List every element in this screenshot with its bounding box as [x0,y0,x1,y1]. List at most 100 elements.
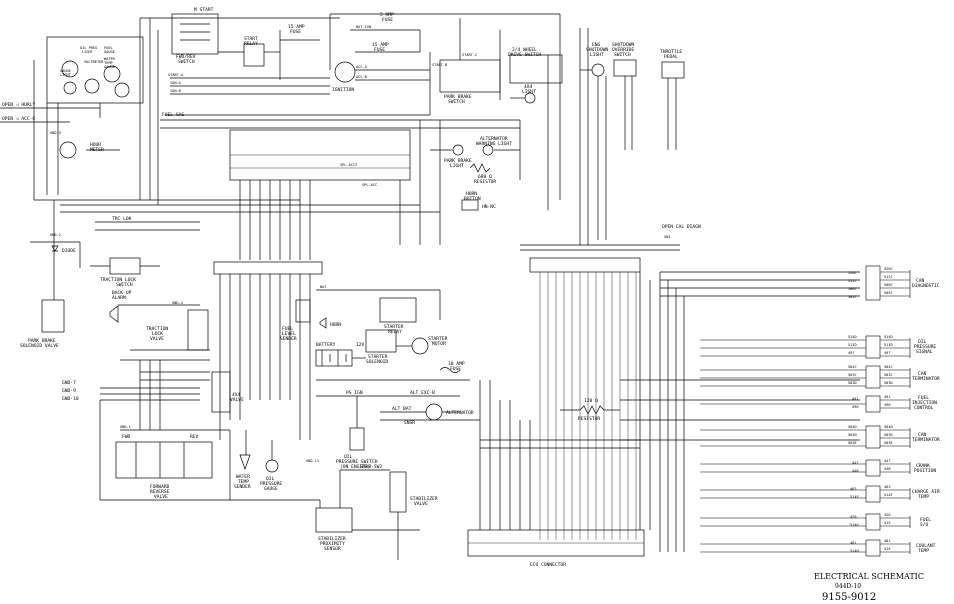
alternator-symbol [425,403,443,421]
fuel-gauge-symbol [114,82,130,98]
svg-text:526C: 526C [884,267,893,271]
gnd-9-label: GND-9 [62,388,76,394]
resistor-680-label-2: RESISTOR [474,179,496,185]
gauge-light-label-1: GAUGE [60,69,71,73]
hn-nc-label: HN-NC [482,204,496,210]
svg-text:481: 481 [850,541,857,545]
bat-ign-label: BAT-IGN [356,25,371,29]
start-a-label: START-A [168,73,184,77]
traction-lock-switch-label-2: SWITCH [116,282,133,288]
stabilizer-valve-label-1: STABILIZER [410,496,438,502]
coolant-connector [865,539,881,557]
alternator-label: ALTERNATOR [446,410,474,416]
fuel-sender-label-3: SENDER [280,336,297,342]
start-relay-box [243,43,265,67]
fuse-10a-label-1: 10 AMP [448,361,465,367]
park-brake-switch-label-2: SWITCH [448,99,465,105]
can-diag-connector [865,265,881,301]
acc-b-label: ACC-B [356,75,367,79]
svg-text:506C: 506C [848,287,857,291]
start-relay-label-1: START [244,36,258,42]
water-temp-gauge-symbol [103,65,121,83]
hour-meter-label-2: METER [90,147,104,153]
can-term1-connector [865,365,881,389]
resistor-680-label-1: 680 Ω [478,174,492,180]
fuel-so-connector [865,513,881,531]
oil-signal-label-2: PRESSURE [914,344,936,350]
trc-lok-label: TRC LOK [112,216,132,222]
alternator-warning-light-symbol [482,144,494,156]
fuse-10a-symbol [439,367,461,373]
shutdown-light-label-1: ENG [592,42,601,48]
fuel-inj-label-1: FUEL [918,395,929,401]
stab-sw2-label: STAB-SW2 [360,464,382,470]
starter-relay-label-1: STARTER [384,324,404,330]
hour-meter-symbol [59,141,77,159]
svg-text:504C: 504C [884,365,893,369]
horn-label: HORN [330,322,341,328]
traction-valve-label-3: VALVE [150,336,164,342]
svg-text:505C: 505C [848,295,857,299]
crank-connector [865,459,881,477]
starter-solenoid-label-2: SOLENOID [366,359,388,365]
svg-text:503C: 503C [884,373,893,377]
fuse-5a-label-2: FUSE [382,17,393,23]
svg-text:512C: 512C [848,279,857,283]
fuse-15a-top-label-2: FUSE [290,29,301,35]
starter-relay-label-2: RELAY [388,329,402,335]
stabilizer-sensor-label-1: STABILIZER [318,536,346,542]
oil-pressure-gauge-symbol [265,459,279,473]
starter-solenoid-box [365,329,397,353]
resistor-120-symbol [579,405,605,415]
traction-lock-switch-box [109,257,141,275]
svg-text:514D: 514D [848,335,857,339]
fuse-15a-top-label-1: 15 AMP [288,24,305,30]
fwd-rev-switch-label-2: SWITCH [178,59,195,65]
diode-left-label: DIODE [62,248,76,254]
water-temp-label-1: WATER [104,57,116,61]
oil-press-light-symbol [61,60,79,78]
oil-switch-label-2: PRESSURE SWITCH [336,459,378,465]
svg-text:448: 448 [884,467,891,471]
can-term1-label-1: CAN [918,371,927,377]
water-sender-label-1: WATER [236,474,250,480]
starter-relay-box [379,297,417,323]
svg-text:497: 497 [848,351,855,355]
park-brake-solenoid-label-2: SOLENOID VALVE [20,343,59,349]
starter-motor-symbol [411,337,429,355]
gnd-2-label: GND-2 [50,233,61,237]
battery-label-2: 12V [356,342,365,348]
park-brake-solenoid-box [41,299,65,333]
water-temp-label-3: GAUGE [104,65,115,69]
fuel-injection-connector [865,395,881,413]
starter-motor-label-2: MOTOR [432,341,446,347]
svg-text:448: 448 [852,469,859,473]
fwd-rev-valve-label-2: REVERSE [150,489,170,495]
oil-press-light-label-2: LIGHT [82,50,94,54]
backup-alarm-symbol [109,305,119,323]
svg-text:506C: 506C [884,283,893,287]
fuel-so-label-1: FUEL [920,517,931,523]
oil-gauge-label-3: GAUGE [264,486,278,492]
svg-text:491: 491 [852,397,859,401]
hour-meter-label-1: HOUR [90,142,101,148]
oil-pressure-connector [865,335,881,359]
svg-text:511D: 511D [884,343,893,347]
gnd-7-label: GND-7 [62,380,76,386]
svg-text:503E: 503E [848,441,857,445]
park-brake-switch-label-1: PARK BRAKE [444,94,472,100]
fuel-sender-label-1: FUEL [282,326,293,332]
gauge-light-label-2: LIGHT [60,73,72,77]
fuel-sender-label-2: LEVEL [282,331,296,337]
fwd-rev-valve-label-1: FORWARD [150,484,170,490]
svg-text:497: 497 [884,351,891,355]
alt-exc-label: ALT EXC-B [410,390,435,396]
oil-gauge-label-2: PRESSURE [260,481,282,487]
spl-acc2-label: SPL-ACC2 [340,163,357,167]
fuel-gauge-label-1: FUEL [104,46,113,50]
svg-text:504D: 504D [884,425,893,429]
can-term2-connector [865,425,881,449]
fuel-inj-label-2: INJECTION [912,400,937,406]
fourx4-valve-label-2: VALVE [230,397,244,403]
